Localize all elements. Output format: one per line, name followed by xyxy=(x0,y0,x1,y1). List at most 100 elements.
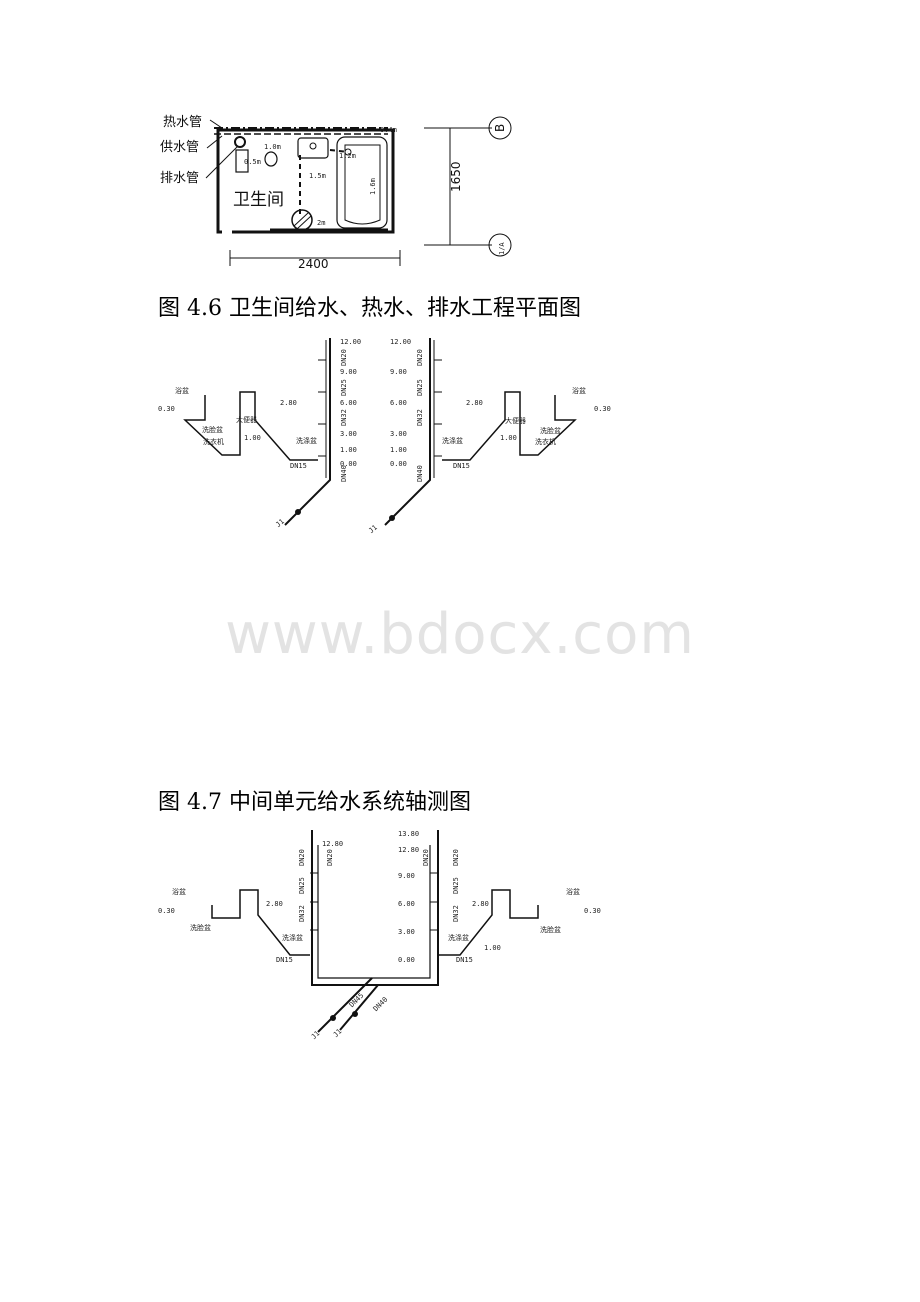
side-100-right: 1.00 xyxy=(500,434,517,442)
dn3-left-2: DN32 xyxy=(298,905,306,922)
dn3-right-1: DN25 xyxy=(452,877,460,894)
inlet-right: J1 xyxy=(367,523,379,535)
figure-4-6-caption: 图 4.6 卫生间给水、热水、排水工程平面图 xyxy=(158,296,581,321)
main-pipe-2 xyxy=(339,984,379,1031)
dim-15: 1.5m xyxy=(309,172,326,180)
left-branch xyxy=(183,391,318,461)
sink-drain xyxy=(309,142,317,150)
dim-2: 2m xyxy=(317,219,325,227)
basin xyxy=(264,151,278,167)
water-supply-isometric-1: 12.00 9.00 6.00 3.00 1.00 0.00 12.00 9.0… xyxy=(158,338,611,535)
right-branch xyxy=(442,391,577,461)
dn-left-1: DN25 xyxy=(340,379,348,396)
elev-right-0: 12.00 xyxy=(390,338,411,346)
label-hot-pipe: 热水管 xyxy=(163,115,202,130)
branch-ticks xyxy=(318,359,442,457)
elev-left-0: 12.00 xyxy=(340,338,361,346)
dn3-right-2: DN32 xyxy=(452,905,460,922)
valve-main-1 xyxy=(330,1015,336,1021)
axis-b-circle xyxy=(488,116,512,140)
elev-left-4: 1.00 xyxy=(340,446,357,454)
dn15-3-left: DN15 xyxy=(276,956,293,964)
dn3-left-1: DN25 xyxy=(298,877,306,894)
floor-drain-hatch-2 xyxy=(296,215,312,230)
elev-left-1: 9.00 xyxy=(340,368,357,376)
fixture-basin-right: 洗脸盆 xyxy=(540,426,561,435)
axis-b-label: B xyxy=(493,124,507,132)
side3-280-left: 2.80 xyxy=(266,900,283,908)
side-030-right: 0.30 xyxy=(594,405,611,413)
elev-right-3: 3.00 xyxy=(390,430,407,438)
elev-right-1: 9.00 xyxy=(390,368,407,376)
fixture-sink-right: 洗涤盆 xyxy=(442,436,463,445)
elev3-mid-5: 0.00 xyxy=(398,956,415,964)
riser-right xyxy=(384,338,431,526)
fixture-toilet-right: 大便器 xyxy=(505,416,526,425)
side-280-left: 2.80 xyxy=(280,399,297,407)
floor-drain-hatch xyxy=(293,212,309,227)
fixture-washer-left: 洗衣机 xyxy=(203,437,224,446)
elev3-mid-1: 12.80 xyxy=(398,846,419,854)
watermark: www.bdocx.com xyxy=(225,602,695,667)
riser-frame-inner xyxy=(317,845,431,979)
figure-4-7-caption: 图 4.7 中间单元给水系统轴测图 xyxy=(158,790,471,815)
label-room: 卫生间 xyxy=(233,190,284,210)
dn-left-0: DN20 xyxy=(340,349,348,366)
fixture3-basin-left: 洗脸盆 xyxy=(190,923,211,932)
leader-supply xyxy=(206,135,223,149)
main3-size-1: DN40 xyxy=(372,995,390,1013)
dn-left-3: DN40 xyxy=(340,465,348,482)
toilet-tank xyxy=(235,149,249,173)
drain-floor-point xyxy=(234,136,246,148)
fixture3-bath-right: 浴盆 xyxy=(566,887,580,896)
dn15-left: DN15 xyxy=(290,462,307,470)
main3-size-0: DN45 xyxy=(348,991,366,1009)
dn3-left-0: DN20 xyxy=(298,849,306,866)
side-100-left: 1.00 xyxy=(244,434,261,442)
label-drain-pipe: 排水管 xyxy=(160,171,199,186)
riser-frame xyxy=(311,830,439,986)
dn3-right-0: DN20 xyxy=(452,849,460,866)
room-outline xyxy=(216,128,395,234)
bathroom-plan-drawing: B 1/A 热水管 供水管 排水管 卫生间 2400 1650 0.4m 1.0… xyxy=(160,115,512,271)
side3-030-right: 0.30 xyxy=(584,907,601,915)
dn-right-1: DN25 xyxy=(416,379,424,396)
fixture-washer-right: 洗衣机 xyxy=(535,437,556,446)
axis-a-label: 1/A xyxy=(498,242,506,255)
label-supply-pipe: 供水管 xyxy=(160,140,199,155)
dn-left-2: DN32 xyxy=(340,409,348,426)
leader-drain xyxy=(205,145,239,179)
fixture3-sink-left: 洗涤盆 xyxy=(282,933,303,942)
side3-280-right: 2.80 xyxy=(472,900,489,908)
dn-right-2: DN32 xyxy=(416,409,424,426)
fixture3-bath-left: 浴盆 xyxy=(172,887,186,896)
dn-right-3: DN40 xyxy=(416,465,424,482)
elev-left-3: 3.00 xyxy=(340,430,357,438)
fixture-basin-left: 洗脸盆 xyxy=(202,425,223,434)
branch-ticks-2 xyxy=(310,872,438,931)
valve-right xyxy=(389,515,395,521)
fixture3-basin-right: 洗脸盆 xyxy=(540,925,561,934)
dim-04: 0.4m xyxy=(380,126,397,134)
axis-a-circle xyxy=(488,233,512,257)
right-branch-2 xyxy=(438,889,539,956)
dim-05: 0.5m xyxy=(244,158,261,166)
bath-drain xyxy=(344,148,352,156)
leader-hot xyxy=(209,119,223,129)
dim-10: 1.0m xyxy=(264,143,281,151)
elev-left-2: 6.00 xyxy=(340,399,357,407)
bathtub xyxy=(336,136,388,229)
elev-right-4: 1.00 xyxy=(390,446,407,454)
elev3-left-0: 12.80 xyxy=(322,840,343,848)
fixture-bath-left: 浴盆 xyxy=(175,386,189,395)
water-supply-isometric-2: 12.80 13.80 12.80 9.00 6.00 3.00 0.00 DN… xyxy=(158,830,601,1041)
sink xyxy=(297,137,329,159)
elev3-mid-3: 6.00 xyxy=(398,900,415,908)
side-280-right: 2.80 xyxy=(466,399,483,407)
elev3-mid-0: 13.80 xyxy=(398,830,419,838)
fixture-sink-left: 洗涤盆 xyxy=(296,436,317,445)
inlet-left: J1 xyxy=(274,517,286,529)
main-pipe-1 xyxy=(317,977,373,1033)
dim-depth-text: 1650 xyxy=(449,161,463,192)
dn3-mid-0: DN20 xyxy=(326,849,334,866)
